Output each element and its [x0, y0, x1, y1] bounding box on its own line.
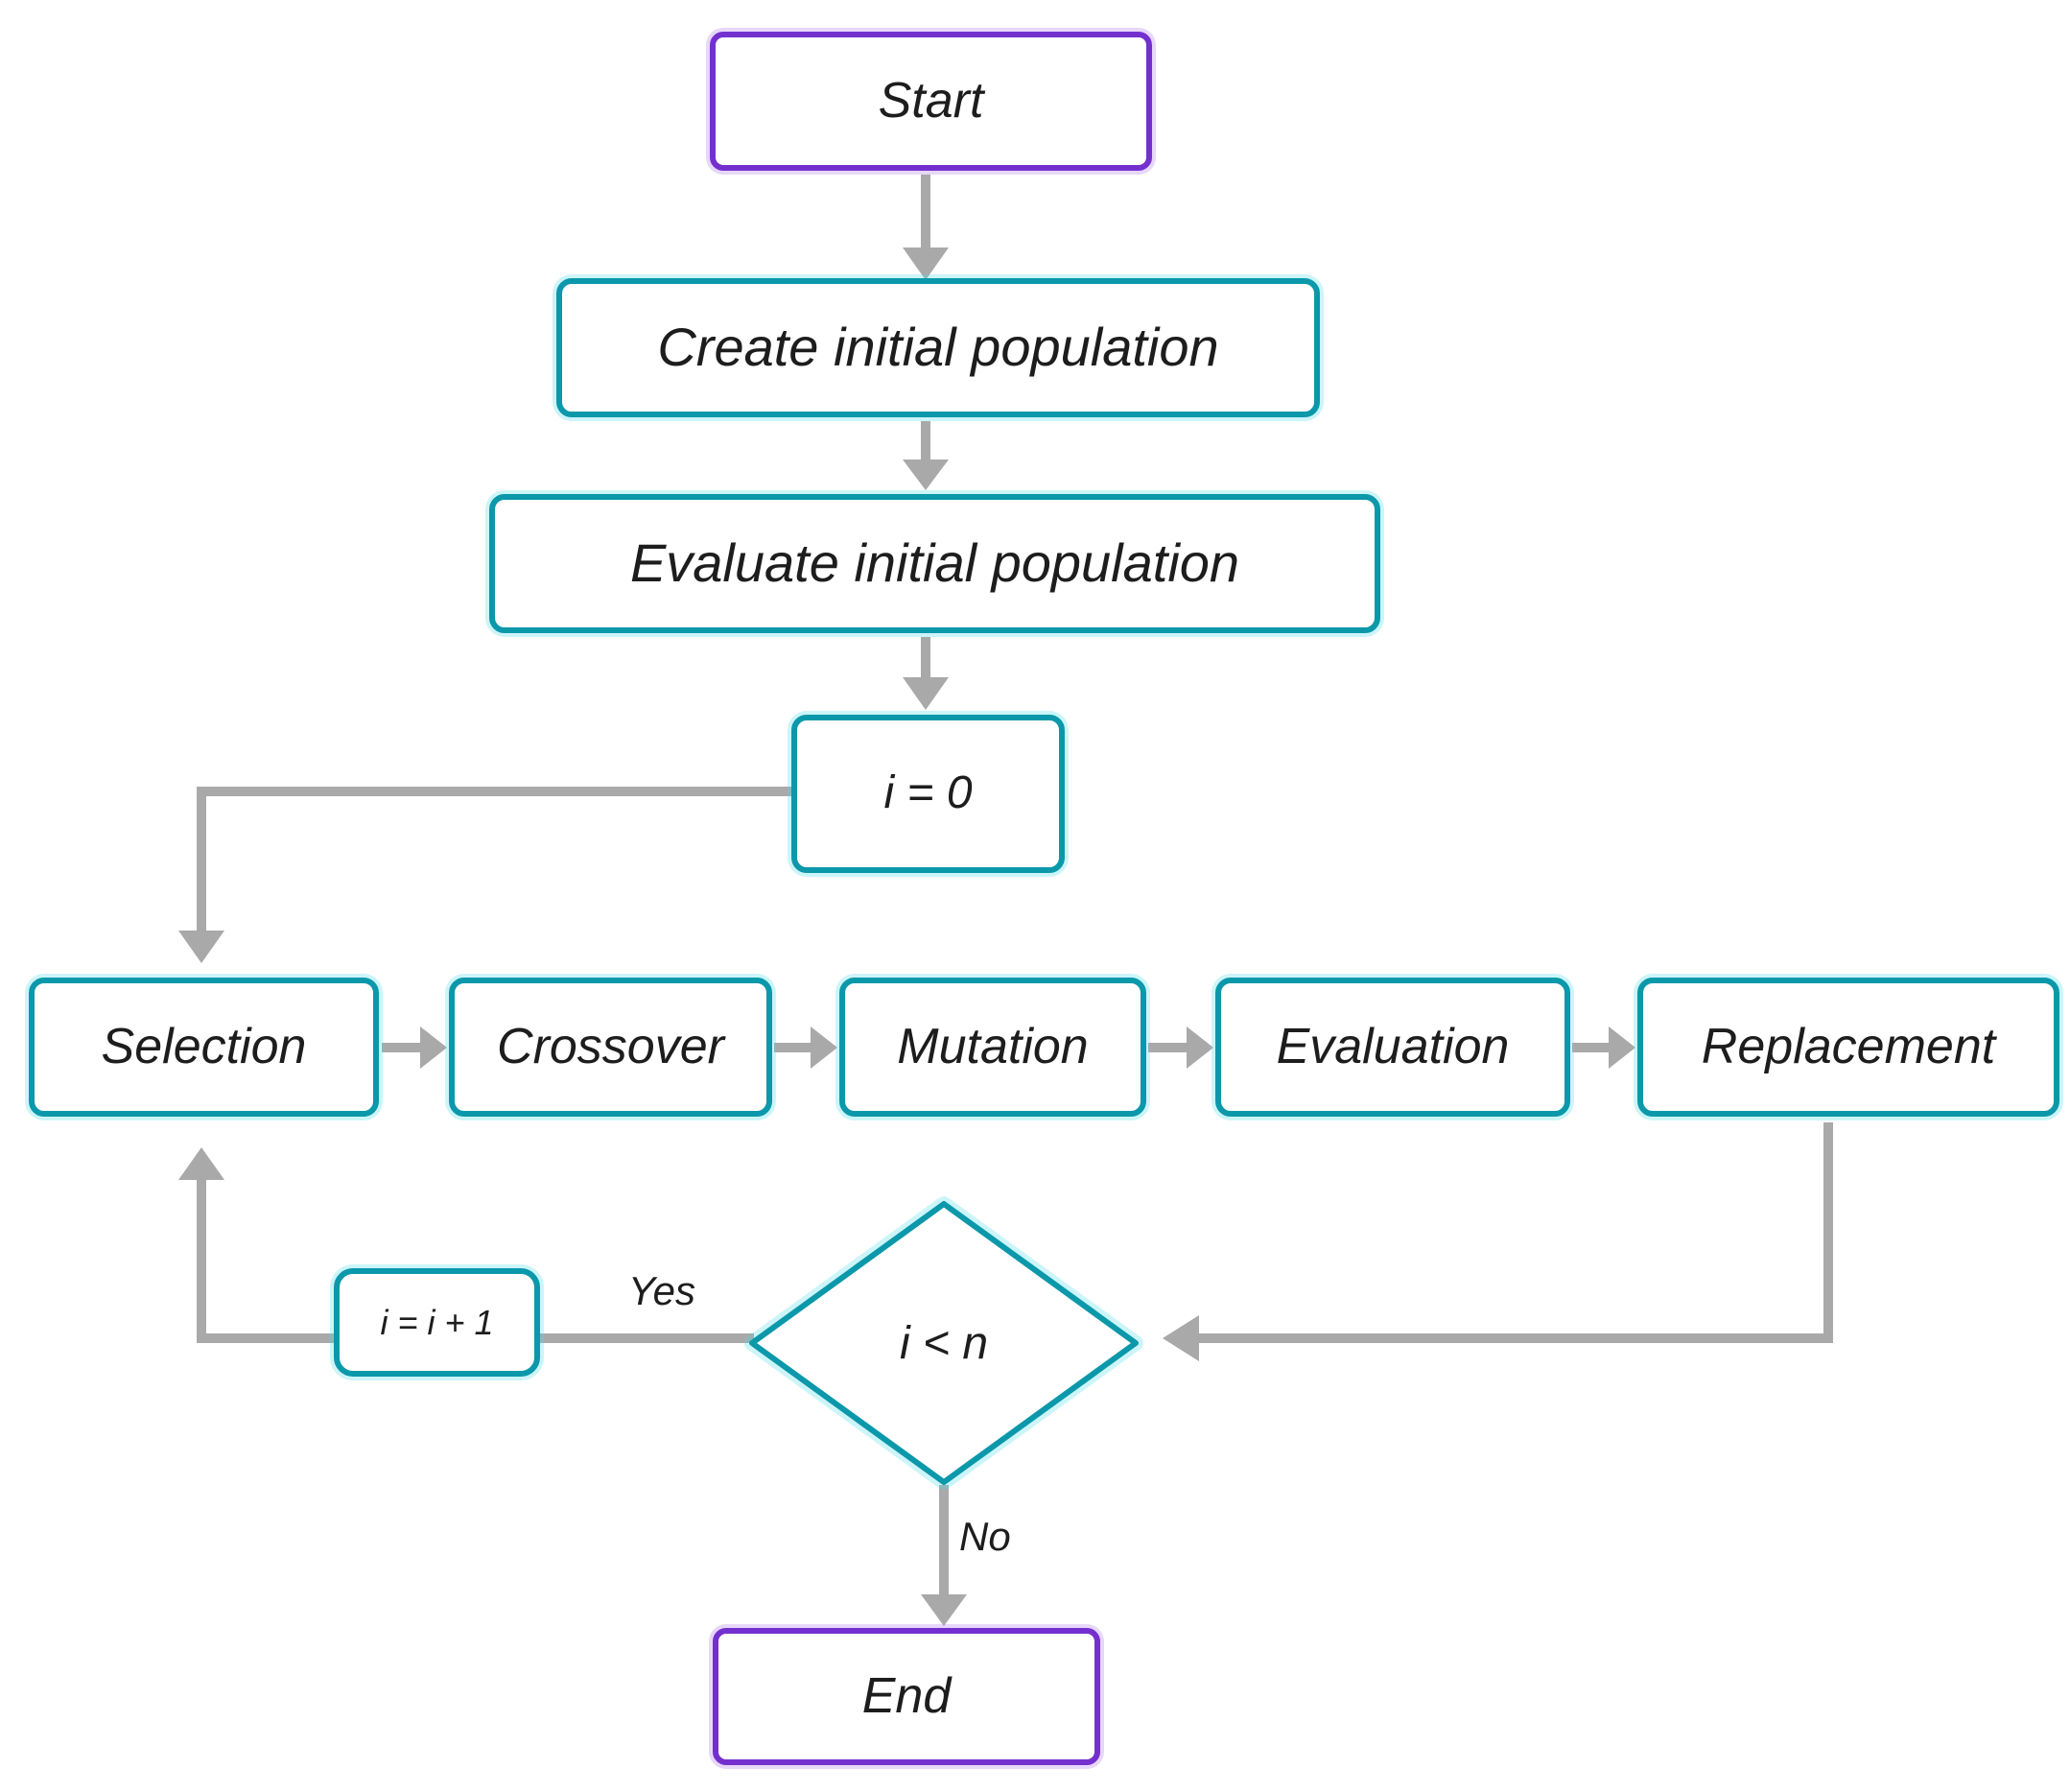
edge-start-create — [903, 175, 949, 280]
node-decision-label: i < n — [899, 1317, 989, 1369]
node-replacement: Replacement — [1637, 978, 2059, 1117]
decision-diamond — [744, 1196, 1143, 1490]
node-evaluate-label: Evaluate initial population — [629, 532, 1240, 594]
node-start: Start — [710, 32, 1152, 171]
node-selection-label: Selection — [101, 1019, 307, 1075]
node-create-label: Create initial population — [657, 317, 1219, 378]
node-evaluate-initial-population: Evaluate initial population — [489, 494, 1380, 633]
node-create-initial-population: Create initial population — [556, 278, 1320, 417]
edge-create-evaluate — [903, 421, 949, 490]
node-decision-i-less-than-n: i < n — [800, 1271, 1088, 1415]
node-mutation-label: Mutation — [897, 1019, 1089, 1075]
edge-init-selection — [178, 787, 796, 963]
edge-evaluation-replacement — [1572, 1026, 1635, 1069]
node-mutation: Mutation — [839, 978, 1146, 1117]
node-i-increment: i = i + 1 — [334, 1268, 540, 1377]
node-end-label: End — [861, 1668, 952, 1725]
node-replacement-label: Replacement — [1701, 1019, 1996, 1075]
edge-crossover-mutation — [774, 1026, 837, 1069]
edge-selection-crossover — [382, 1026, 447, 1069]
edge-label-no: No — [959, 1514, 1011, 1559]
edge-label-yes: Yes — [627, 1268, 696, 1313]
edge-mutation-evaluation — [1148, 1026, 1213, 1069]
node-evaluation: Evaluation — [1215, 978, 1570, 1117]
edge-replacement-decision — [1163, 1122, 1833, 1361]
node-crossover-label: Crossover — [497, 1019, 724, 1075]
node-i-equals-0: i = 0 — [791, 715, 1065, 873]
node-start-label: Start — [878, 73, 984, 130]
node-end: End — [713, 1628, 1100, 1765]
node-init-label: i = 0 — [883, 767, 973, 819]
node-crossover: Crossover — [449, 978, 772, 1117]
node-selection: Selection — [29, 978, 379, 1117]
node-evaluation-label: Evaluation — [1276, 1019, 1510, 1075]
node-increment-label: i = i + 1 — [380, 1302, 494, 1342]
edge-evaluate-init — [903, 637, 949, 710]
edge-decision-end — [921, 1485, 967, 1626]
